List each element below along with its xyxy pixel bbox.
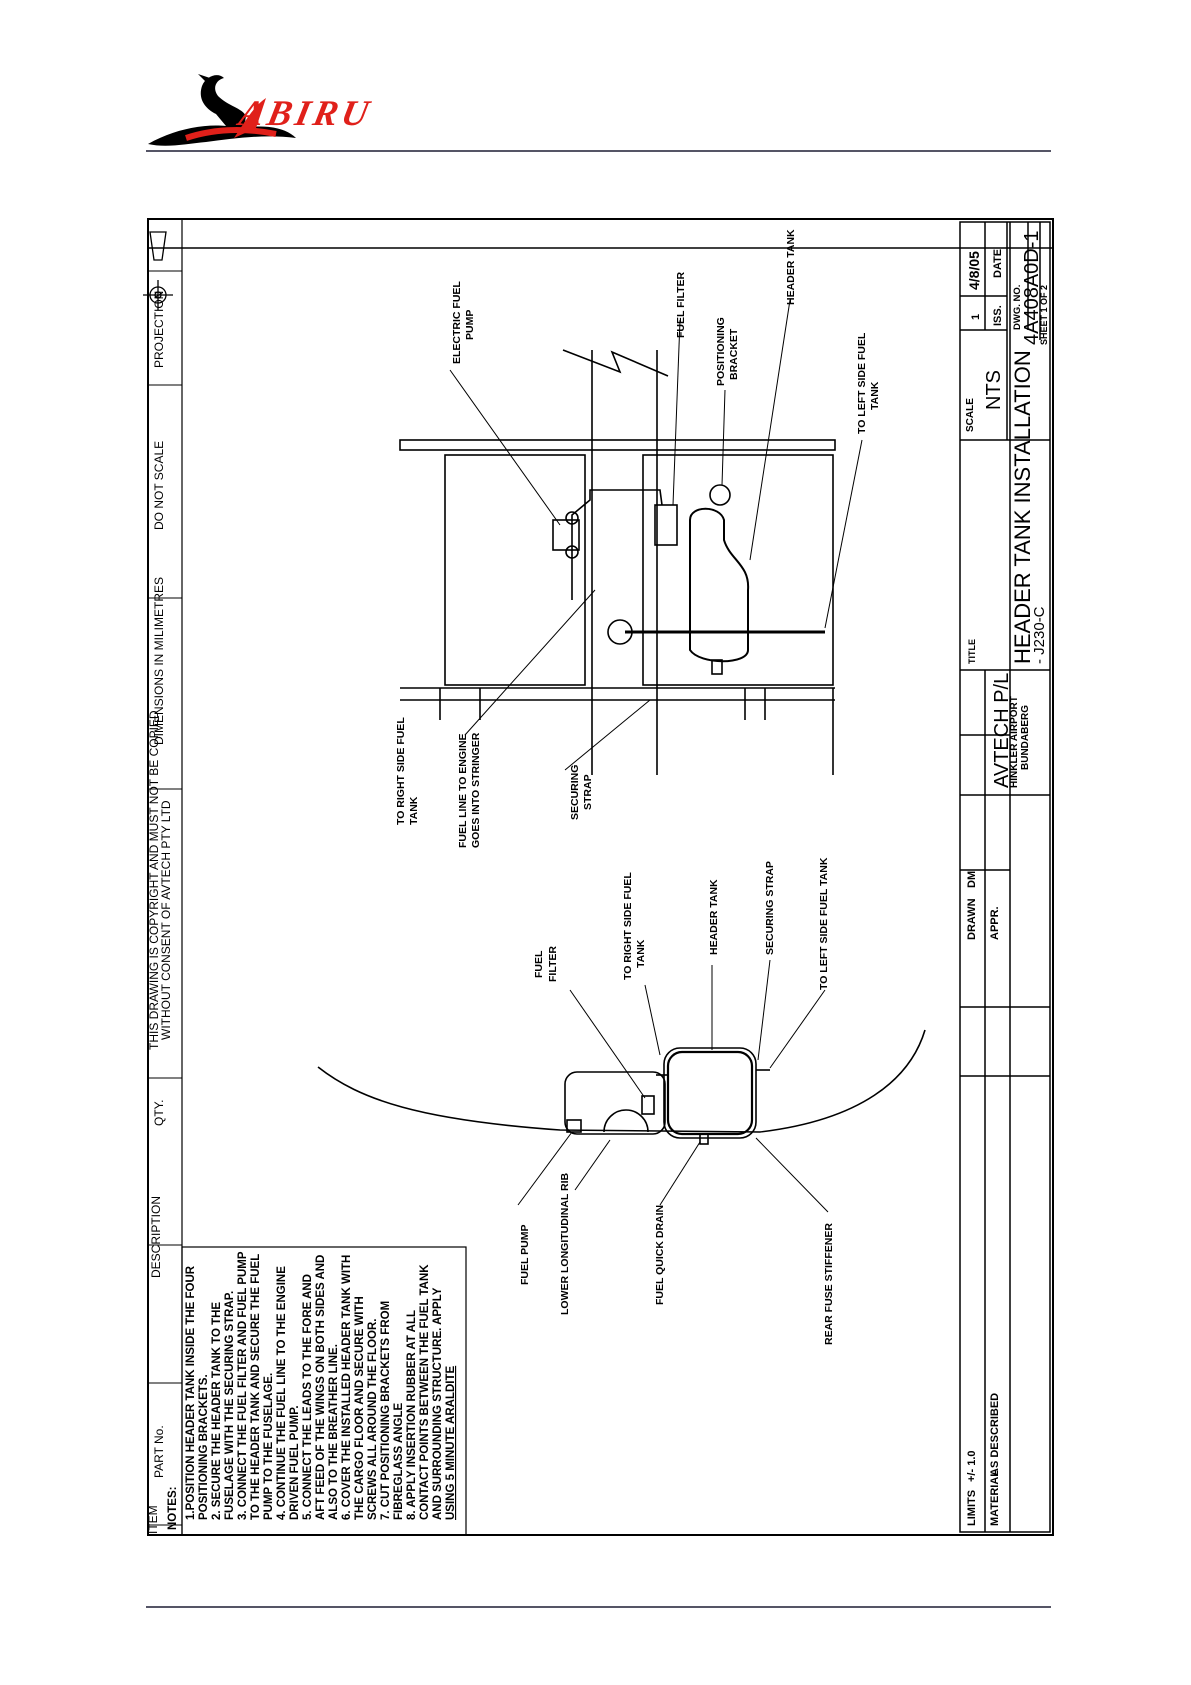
sheet-number: SHEET 1 OF 2 xyxy=(1039,285,1049,345)
drawn-label: DRAWN xyxy=(966,898,978,940)
address-1: HINKLER AIRPORT xyxy=(1009,696,1020,788)
dimensions-note: DIMENSIONS IN MILIMETRES xyxy=(152,577,166,745)
label-fuel-quick-drain: FUEL QUICK DRAIN xyxy=(654,1205,666,1305)
date-label: DATE xyxy=(992,249,1004,278)
dwg-label: DWG. NO. xyxy=(1012,285,1023,330)
drawing-number: 4A408A0D-1 xyxy=(1021,230,1043,345)
col-part-no: PART No. xyxy=(152,1425,166,1478)
label-positioning-2: BRACKET xyxy=(728,328,740,380)
material-label: MATERIAL xyxy=(989,1470,1001,1526)
copyright-1: THIS DRAWING IS COPYRIGHT AND MUST NOT B… xyxy=(147,710,161,1050)
svg-text:ALSO TO THE BREATHER LINE.: ALSO TO THE BREATHER LINE. xyxy=(328,1344,340,1520)
title-label: TITLE xyxy=(967,639,977,664)
label-electric-pump-1: ELECTRIC FUEL xyxy=(451,281,463,364)
notes-text: NOTES: 1.POSITION HEADER TANK INSIDE THE… xyxy=(167,1251,457,1530)
jabiru-logo xyxy=(148,74,296,146)
section-leaders xyxy=(517,959,829,1213)
svg-text:AFT FEED OF THE WINGS ON BOTH: AFT FEED OF THE WINGS ON BOTH SIDES AND xyxy=(315,1255,327,1520)
footer-rule xyxy=(146,1606,1051,1608)
drawing-subtitle: - J230-C xyxy=(1031,606,1048,664)
svg-text:USING 5 MINUTE ARALDITE: USING 5 MINUTE ARALDITE xyxy=(445,1365,457,1520)
projection-symbol xyxy=(143,231,173,310)
appr-label: APPR. xyxy=(989,906,1001,940)
header-rule xyxy=(146,150,1051,152)
label-fuel-line-1: FUEL LINE TO ENGINE xyxy=(457,733,469,848)
label-section-right-tank-2: TANK xyxy=(635,939,647,968)
iss-label: ISS. xyxy=(992,305,1004,326)
label-plan-left-tank-1: TO LEFT SIDE FUEL xyxy=(856,332,868,434)
material-value: AS DESCRIBED xyxy=(989,1393,1001,1476)
limits-value: +/- 1.0 xyxy=(966,1451,978,1483)
projection-label: PROJECTION xyxy=(152,291,166,368)
col-description: DESCRIPTION xyxy=(149,1196,163,1278)
label-plan-fuel-filter: FUEL FILTER xyxy=(675,271,687,338)
svg-text:4. CONTINUE THE FUEL LINE TO T: 4. CONTINUE THE FUEL LINE TO THE ENGINE xyxy=(276,1266,288,1520)
limits-label: LIMITS xyxy=(966,1490,978,1526)
label-rear-fuse-stiffener: REAR FUSE STIFFENER xyxy=(823,1223,835,1345)
label-section-filter: FILTER xyxy=(547,946,559,982)
scale-value: NTS xyxy=(983,370,1005,410)
svg-text:TO THE HEADER TANK AND SECURE: TO THE HEADER TANK AND SECURE THE FUEL xyxy=(250,1254,262,1520)
label-section-fuel: FUEL xyxy=(533,950,545,978)
do-not-scale-note: DO NOT SCALE xyxy=(152,441,166,530)
svg-text:2. SECURE THE HEADER TANK TO T: 2. SECURE THE HEADER TANK TO THE xyxy=(211,1302,223,1520)
plan-view xyxy=(399,349,836,775)
label-fuel-pump: FUEL PUMP xyxy=(519,1225,531,1285)
svg-text:THE CARGO FLOOR AND SECURE WIT: THE CARGO FLOOR AND SECURE WITH xyxy=(354,1296,366,1520)
label-section-securing-strap: SECURING STRAP xyxy=(764,861,776,955)
copyright-2: WITHOUT CONSENT OF AVTECH PTY LTD xyxy=(159,800,173,1040)
label-plan-securing-1: SECURING xyxy=(569,765,581,820)
scale-label: SCALE xyxy=(965,398,976,432)
svg-text:DRIVEN FUEL PUMP.: DRIVEN FUEL PUMP. xyxy=(289,1405,301,1520)
address-2: BUNDABERG xyxy=(1020,705,1031,770)
svg-text:CONTACT POINTS BETWEEN THE FUE: CONTACT POINTS BETWEEN THE FUEL TANK xyxy=(419,1264,431,1520)
svg-text:1.POSITION HEADER TANK INSIDE: 1.POSITION HEADER TANK INSIDE THE FOUR xyxy=(185,1265,197,1520)
col-qty: QTY. xyxy=(152,1100,166,1126)
label-lower-rib: LOWER LONGITUDINAL RIB xyxy=(559,1172,571,1315)
company-name: AVTECH P/L xyxy=(991,673,1013,788)
date-value: 4/8/05 xyxy=(966,251,982,290)
label-plan-header-tank: HEADER TANK xyxy=(785,229,797,305)
svg-text:5. CONNECT THE LEADS TO THE FO: 5. CONNECT THE LEADS TO THE FORE AND xyxy=(302,1274,314,1520)
svg-text:7. CUT POSITIONING BRACKETS FR: 7. CUT POSITIONING BRACKETS FROM xyxy=(380,1301,392,1520)
label-section-right-tank-1: TO RIGHT SIDE FUEL xyxy=(622,872,634,980)
col-item: ITEM xyxy=(146,1505,160,1534)
iss-value: 1 xyxy=(970,314,982,320)
label-plan-right-tank-2: TANK xyxy=(408,796,420,825)
label-plan-securing-2: STRAP xyxy=(582,774,594,810)
drawn-value: DM xyxy=(966,871,978,888)
label-plan-right-tank-1: TO RIGHT SIDE FUEL xyxy=(395,717,407,825)
label-section-header-tank: HEADER TANK xyxy=(708,879,720,955)
svg-text:NOTES:: NOTES: xyxy=(167,1487,179,1530)
label-plan-left-tank-2: TANK xyxy=(869,381,881,410)
svg-text:FUSELAGE WITH THE SECURING STR: FUSELAGE WITH THE SECURING STRAP. xyxy=(224,1291,236,1520)
svg-text:8. APPLY INSERTION RUBBER AT A: 8. APPLY INSERTION RUBBER AT ALL xyxy=(406,1310,418,1520)
drawing-border xyxy=(147,218,1054,1536)
title-block xyxy=(959,221,1051,1533)
label-positioning-1: POSITIONING xyxy=(715,317,727,386)
svg-text:PUMP TO THE FUSELAGE.: PUMP TO THE FUSELAGE. xyxy=(263,1373,275,1520)
plan-leaders xyxy=(449,299,863,771)
svg-text:AND SURROUNDING STRUCTURE. AP: AND SURROUNDING STRUCTURE. APPLY xyxy=(432,1287,444,1520)
svg-text:6. COVER THE INSTALLED HEADER: 6. COVER THE INSTALLED HEADER TANK WITH xyxy=(341,1255,353,1520)
svg-text:3. CONNECT THE FUEL FILTER AND: 3. CONNECT THE FUEL FILTER AND FUEL PUMP xyxy=(237,1251,249,1520)
svg-text:POSITIONING BRACKETS.: POSITIONING BRACKETS. xyxy=(198,1374,210,1520)
label-section-left-tank: TO LEFT SIDE FUEL TANK xyxy=(818,857,830,990)
drawing-title: HEADER TANK INSTALLATION xyxy=(1010,350,1035,664)
section-view xyxy=(317,1029,926,1145)
svg-text:FIBREGLASS ANGLE: FIBREGLASS ANGLE xyxy=(393,1403,405,1520)
svg-text:SCREWS ALL AROUND THE FLOOR.: SCREWS ALL AROUND THE FLOOR. xyxy=(367,1319,379,1520)
label-fuel-line-2: GOES INTO STRINGER xyxy=(470,732,482,848)
label-electric-pump-2: PUMP xyxy=(464,310,476,340)
